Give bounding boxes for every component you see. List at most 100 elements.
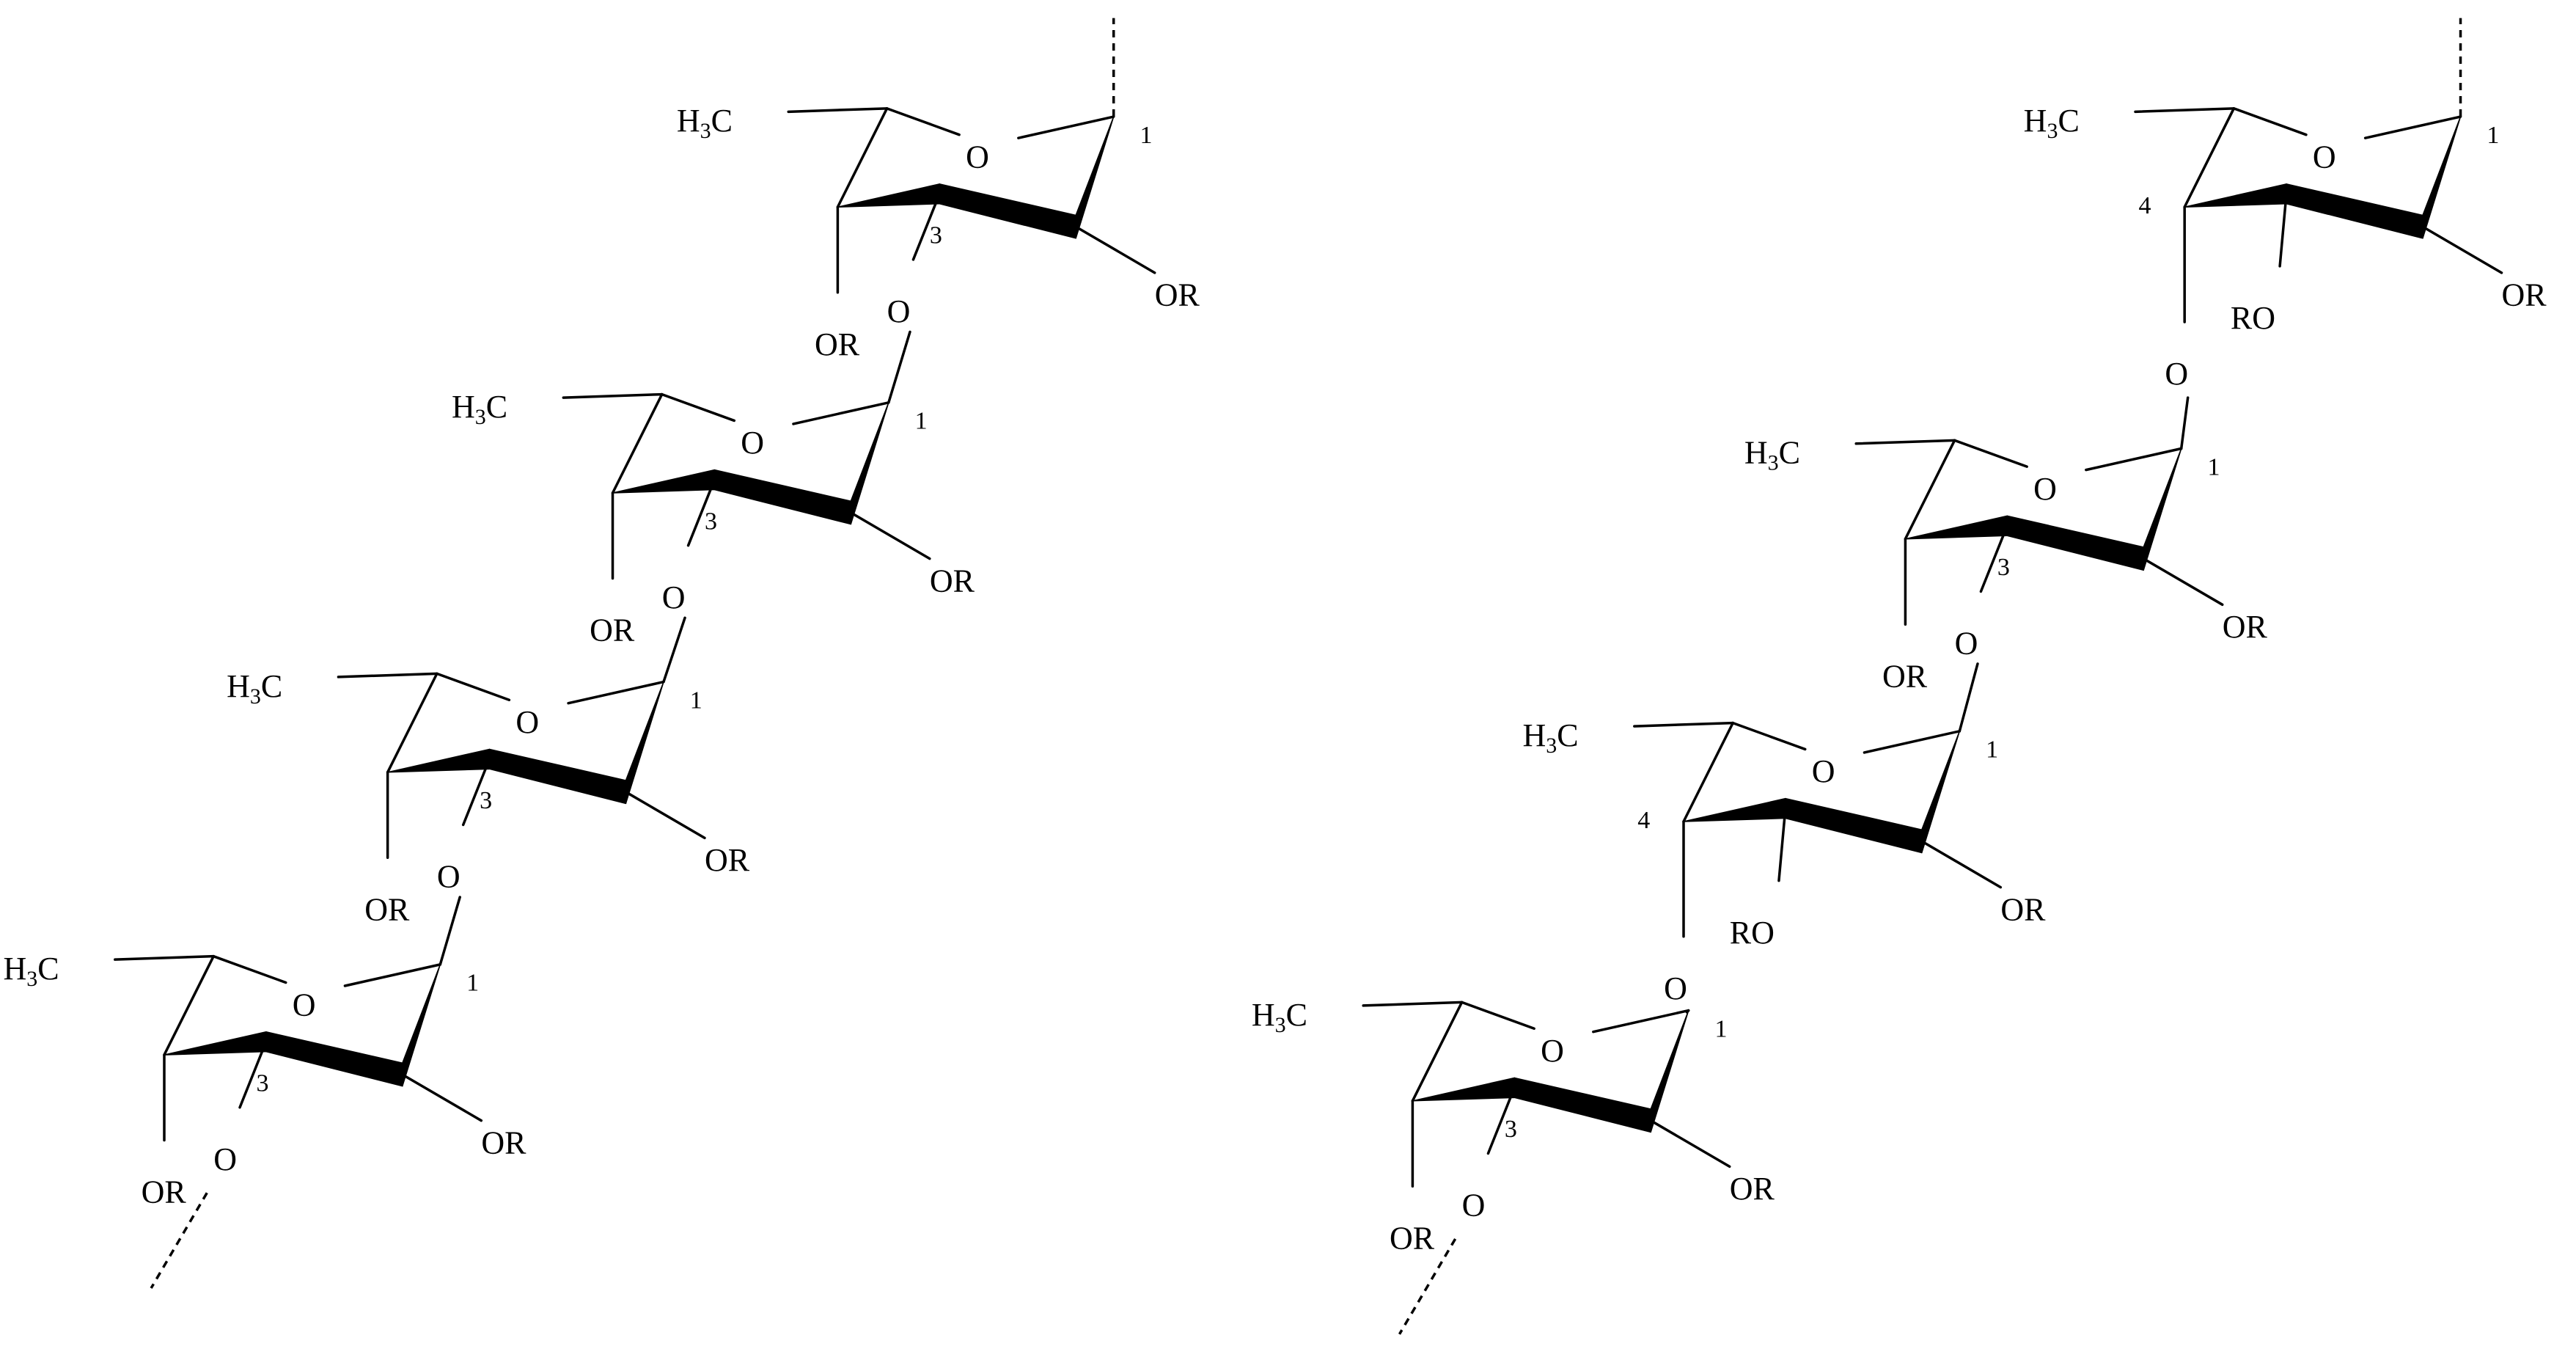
methyl-label: H3C (227, 668, 282, 709)
ring-bond-o-c1 (2085, 447, 2183, 472)
linkage-number: 3 (256, 1069, 268, 1097)
ring-wedge-c4-c3 (1412, 1077, 1516, 1102)
ring-oxygen: O (966, 139, 989, 175)
ring-bond-c5-c4 (2183, 107, 2236, 208)
linkage-bond (1979, 524, 2009, 593)
c2-substituent-or: OR (2000, 891, 2046, 927)
glycosidic-bond (662, 616, 686, 684)
ring-oxygen: O (515, 704, 539, 740)
ring-bond-c5-c4 (611, 392, 664, 494)
c2-substituent-bond (2142, 557, 2224, 607)
c3-substituent-bond (2278, 192, 2288, 268)
c2-substituent-bond (401, 1073, 483, 1122)
linkage-oxygen: O (213, 1141, 237, 1177)
linkage-bond (238, 1040, 268, 1109)
linkage-oxygen: O (437, 859, 460, 895)
methyl-bond (787, 107, 889, 114)
glycosidic-bond (1958, 662, 1979, 733)
linkage-bond (1486, 1086, 1516, 1155)
c2-substituent-bond (1649, 1119, 1731, 1168)
ring-wedge-c3-c2 (2006, 515, 2144, 571)
ring-oxygen: O (1541, 1033, 1564, 1069)
ring-oxygen: O (741, 425, 764, 461)
ring-wedge-c3-c2 (265, 1031, 403, 1087)
ring-wedge-c4-c3 (837, 183, 941, 208)
chain-continuation-bottom (150, 1192, 208, 1290)
ring-bond-o-c1 (2363, 115, 2462, 139)
c4-substituent-or: OR (815, 326, 860, 362)
c2-substituent-or: OR (2223, 609, 2268, 645)
linkage-number: 4 (2138, 192, 2151, 219)
ring-bond-c5-o (212, 954, 287, 984)
ring-wedge-c3-c2 (1785, 797, 1923, 854)
ring-bond-c5-o (1953, 439, 2028, 468)
glycosidic-bond (438, 896, 461, 966)
methyl-bond (1633, 721, 1734, 728)
ring-bond-o-c1 (1017, 115, 1115, 139)
ring-wedge-c3-c2 (2286, 183, 2423, 239)
chain-left: H3CO1OROR3OH3CO1OROR3OH3CO1OROR3OH3CO1OR… (3, 18, 1200, 1290)
ring-bond-o-c1 (792, 401, 890, 425)
ring-bond-c5-c4 (1904, 439, 1956, 541)
linkage-oxygen: O (2165, 356, 2188, 392)
ring-wedge-c2-c1 (625, 681, 664, 805)
c2-substituent-bond (1920, 840, 2003, 889)
ring-wedge-c2-c1 (402, 964, 441, 1087)
ring-bond-c5-c4 (1682, 721, 1734, 823)
c2-substituent-or: OR (1155, 277, 1200, 313)
c2-substituent-or: OR (2502, 277, 2547, 313)
c2-substituent-bond (849, 511, 931, 560)
ring-bond-c5-o (885, 107, 961, 136)
c2-substituent-or: OR (481, 1124, 526, 1160)
ring-bond-c5-o (436, 672, 511, 701)
ring-bond-c5-c4 (386, 672, 438, 774)
methyl-bond (337, 672, 438, 679)
linkage-number: 3 (1997, 554, 2010, 581)
c1-number: 1 (466, 970, 479, 997)
linkage-number: 3 (1505, 1116, 1517, 1143)
c4-substituent-or: OR (364, 891, 410, 927)
linkage-oxygen: O (887, 293, 911, 329)
linkage-oxygen: O (1664, 970, 1687, 1006)
ring-bond-o-c1 (1592, 1009, 1690, 1034)
methyl-label: H3C (452, 389, 507, 429)
linkage-bond (461, 758, 491, 827)
methyl-label: H3C (677, 103, 733, 143)
glycosidic-bond (1685, 1009, 1690, 1014)
ring-bond-c5-o (1731, 721, 1807, 751)
chain-right: H3CO1OR4OROH3CO1OROR3OH3CO1OR4OROH3CO1OR… (1252, 18, 2547, 1335)
c1-number: 1 (1715, 1015, 1728, 1042)
chain-continuation-bottom (1398, 1238, 1457, 1335)
ring-bond-c5-o (2232, 107, 2308, 136)
methyl-bond (1854, 439, 1956, 445)
ring-wedge-c4-c3 (1904, 515, 2008, 540)
c4-substituent-or: OR (142, 1174, 187, 1210)
c4-substituent-or: OR (590, 612, 635, 648)
linkage-oxygen: O (662, 579, 686, 615)
linkage-bond (911, 192, 942, 261)
ring-wedge-c4-c3 (612, 469, 716, 494)
ring-wedge-c3-c2 (488, 748, 627, 805)
ring-wedge-c2-c1 (1921, 731, 1961, 854)
c1-number: 1 (690, 687, 702, 714)
ring-wedge-c4-c3 (386, 748, 491, 773)
ring-wedge-c2-c1 (850, 402, 889, 525)
ring-wedge-c3-c2 (939, 183, 1076, 239)
c2-substituent-bond (1074, 225, 1156, 274)
glycosidic-bond (887, 330, 911, 404)
ring-bond-o-c1 (343, 963, 442, 987)
ring-bond-c5-c4 (1411, 1001, 1464, 1102)
c2-substituent-or: OR (705, 842, 750, 878)
glycosidic-bond (2179, 396, 2190, 450)
ring-bond-c5-c4 (836, 107, 889, 208)
methyl-label: H3C (2024, 103, 2080, 143)
c2-substituent-or: OR (930, 563, 975, 599)
c4-substituent-or: OR (1882, 658, 1928, 694)
ring-oxygen: O (2313, 139, 2336, 175)
